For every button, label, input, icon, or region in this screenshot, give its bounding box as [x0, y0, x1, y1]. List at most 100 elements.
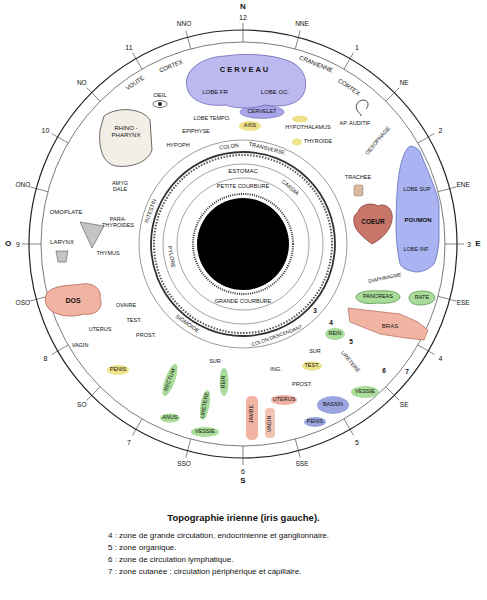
compass-point: SO — [77, 402, 86, 409]
compass-point: O — [5, 240, 11, 248]
uterus-shape — [271, 395, 297, 405]
zone-number: 5 — [349, 339, 353, 346]
testis-shape — [302, 362, 322, 371]
compass-point: ENE — [457, 182, 470, 189]
organ-label: BASSIN — [323, 402, 343, 408]
organ-label: GRANDE COURBURE — [215, 299, 272, 305]
ureter-shape — [198, 389, 212, 420]
tick-mark — [186, 439, 191, 457]
zone-number: 3 — [313, 308, 317, 315]
organ-name: LOBE SUP — [403, 187, 431, 193]
kidney-shape — [325, 328, 345, 340]
compass-point: ESE — [457, 300, 470, 307]
kidney-shape — [220, 368, 229, 396]
tick-mark — [344, 53, 354, 70]
collarette-serration — [154, 155, 332, 333]
organ-label: PROST. — [292, 382, 312, 388]
organ-label: UTERUS — [89, 327, 112, 333]
tick-mark — [386, 88, 400, 102]
zone-number: 6 — [382, 368, 386, 375]
organ-label: PARA- THYROIDES — [101, 216, 135, 229]
tick-mark — [418, 134, 435, 144]
organ-label: VAGIN — [72, 343, 89, 349]
brain-shape — [186, 54, 305, 108]
pupil-fringe — [193, 194, 293, 294]
organ-label: OVAIRE — [116, 303, 136, 309]
tick-mark — [30, 187, 48, 192]
organ-name: POUMON — [405, 217, 432, 223]
cutaneous-ring — [41, 42, 445, 446]
tick-mark — [133, 419, 143, 436]
organ-label: HYPOTHALAMUS — [285, 125, 331, 131]
tick-mark — [186, 31, 191, 49]
scapula-drawing — [80, 222, 104, 248]
organ-node: LOBE SUP POUMON LOBE INF — [396, 146, 442, 272]
bladder-shape — [191, 427, 219, 437]
organ-label: AMYG DALE — [108, 180, 132, 193]
compass-point: SE — [400, 402, 409, 409]
back-shape — [45, 284, 101, 316]
clock-hour: 7 — [127, 438, 131, 445]
clock-hour: 3 — [467, 241, 471, 248]
organ-label: TRACHEE — [345, 175, 371, 181]
organ-node: RATE — [408, 290, 436, 306]
compass-point: NNE — [295, 21, 309, 28]
penis-shape — [107, 365, 129, 375]
organ-label: ANUS — [162, 415, 177, 421]
clock-hour: 11 — [125, 43, 132, 50]
thyroid-shape — [292, 139, 302, 146]
legend-line: 4 : zone de grande circulation, endocrin… — [108, 532, 329, 540]
organ-label: RHINO -PHARYNX — [108, 125, 144, 139]
tick-mark — [243, 23, 244, 42]
organ-label: VAGIN — [267, 416, 273, 433]
tick-mark — [133, 53, 143, 70]
organ-label: LARYNX — [50, 239, 74, 245]
trachea-drawing — [354, 185, 363, 196]
tick-mark — [295, 439, 300, 457]
heart-shape — [354, 204, 393, 244]
penis-shape — [304, 417, 326, 427]
lung-shape — [396, 146, 439, 272]
organ-label: BRAS — [382, 323, 398, 329]
compass-point: NO — [77, 80, 87, 87]
eye-iris — [158, 102, 162, 106]
clock-hour: 8 — [44, 355, 48, 362]
organ-label: OEIL — [153, 92, 167, 98]
compass-point: ONO — [15, 182, 30, 189]
pupil — [197, 198, 289, 290]
organ-label: ESTOMAC — [228, 168, 258, 174]
compass-point: S — [240, 477, 245, 485]
zone-number: 4 — [329, 320, 333, 327]
organ-label: TEST. — [305, 363, 320, 369]
tick-mark — [295, 31, 300, 49]
organ-name: LOBE INF — [403, 247, 428, 253]
compass-point: NE — [400, 80, 409, 87]
tick-mark — [87, 387, 101, 401]
clock-hour: 6 — [241, 468, 245, 475]
tick-mark — [243, 446, 244, 465]
axis-shape — [239, 121, 261, 131]
ear-drawing — [356, 100, 368, 116]
organ-label: PROST. — [136, 333, 156, 339]
compass-point: OSO — [16, 300, 30, 307]
iris-outer-ring — [29, 30, 457, 458]
organ-node: COEUR — [350, 200, 396, 246]
organ-label: LOBE TEMPO. — [193, 116, 230, 122]
tick-mark — [386, 387, 400, 401]
organ-label: HYPOPH — [166, 143, 189, 149]
lung-shape — [396, 146, 442, 272]
organ-label: EPIPHYSE — [182, 129, 210, 135]
organ-label: THYROIDE — [304, 139, 332, 145]
organ-label: REIN — [221, 375, 227, 388]
compass-point: SSO — [177, 461, 191, 468]
arm-drawing — [348, 308, 428, 340]
organ-label: TEST. — [127, 318, 142, 324]
skull-drawing — [100, 110, 152, 167]
organ-label: JAMBE — [249, 405, 255, 423]
stomach-ring — [177, 178, 309, 310]
vagina-shape — [265, 408, 275, 438]
organ-label: REIN — [328, 331, 341, 337]
compass-point: E — [475, 240, 480, 248]
compass-point: N — [240, 3, 246, 11]
legend-line: 5 : zone organique. — [108, 544, 177, 552]
